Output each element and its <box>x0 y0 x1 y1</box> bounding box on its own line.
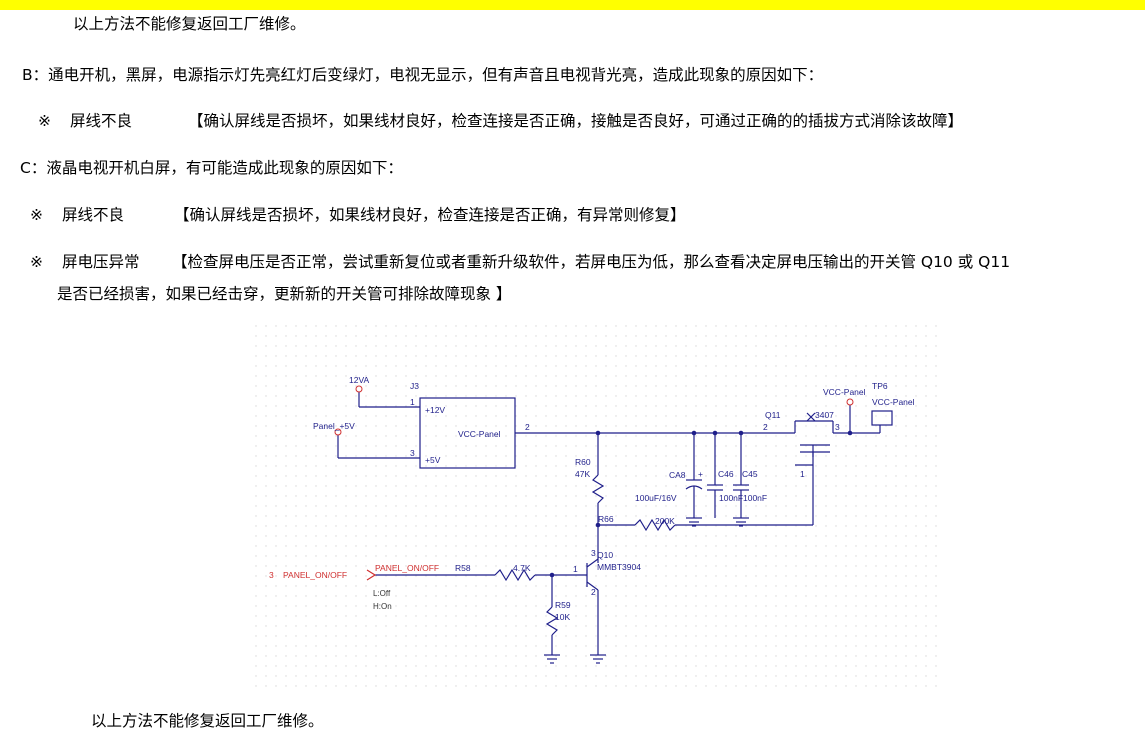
tp6-label: VCC-Panel <box>872 397 915 407</box>
port-arrow-icon <box>366 569 377 581</box>
q10-ref: Q10 <box>597 550 613 560</box>
port-pin: 3 <box>269 570 274 580</box>
ca8-value: 100uF/16V <box>635 493 677 503</box>
wires <box>337 392 893 664</box>
j3-input-5v: +5V <box>425 455 441 465</box>
port-name: PANEL_ON/OFF <box>283 570 347 580</box>
panel-power-schematic: 12VA Panel_+5V J3 1 3 2 +12V +5V VCC-Pan… <box>255 325 945 690</box>
highlight-bar <box>0 0 1145 10</box>
c46-ref: C46 <box>718 469 734 479</box>
j3-input-12v: +12V <box>425 405 445 415</box>
reference-mark: ※ <box>38 112 51 130</box>
r60-ref: R60 <box>575 457 591 467</box>
r58-ref: R58 <box>455 563 471 573</box>
probe-marks <box>334 385 854 436</box>
bottom-note: 以上方法不能修复返回工厂维修。 <box>91 712 324 730</box>
j3-pin-2: 2 <box>525 422 530 432</box>
c45-ref: C45 <box>742 469 758 479</box>
tp6-ref: TP6 <box>872 381 888 391</box>
q11-part: 3407 <box>815 410 834 420</box>
j3-ref: J3 <box>410 381 419 391</box>
q10-pin-2: 2 <box>591 587 596 597</box>
q11-ref: Q11 <box>765 410 781 420</box>
q11-pin-3: 3 <box>835 422 840 432</box>
r66-value: 200K <box>655 516 675 526</box>
item-text: 【确认屏线是否损坏，如果线材良好，检查连接是否正确，接触是否良好，可通过正确的的… <box>187 112 963 130</box>
case-c-item-1: ※ 屏线不良 【确认屏线是否损坏，如果线材良好，检查连接是否正确，有异常则修复】 <box>30 205 685 225</box>
ca8-plus: + <box>698 469 703 479</box>
case-b-heading: B：通电开机，黑屏，电源指示灯先亮红灯后变绿灯，电视无显示，但有声音且电视背光亮… <box>22 66 824 84</box>
top-note: 以上方法不能修复返回工厂维修。 <box>73 15 306 33</box>
junction-dots <box>549 430 853 578</box>
q10-pin-1: 1 <box>573 564 578 574</box>
c45-value: 100nF <box>743 493 767 503</box>
j3-pin-1: 1 <box>410 397 415 407</box>
reference-mark: ※ <box>30 253 43 271</box>
logic-on-note: H:On <box>373 602 392 611</box>
c46-value: 100nF <box>719 493 743 503</box>
logic-off-note: L:Off <box>373 589 391 598</box>
item-title: 屏线不良 <box>61 206 124 224</box>
item-text: 【检查屏电压是否正常，尝试重新复位或者重新升级软件，若屏电压为低，那么查看决定屏… <box>171 253 1011 271</box>
r66-ref: R66 <box>598 514 614 524</box>
item-title: 屏电压异常 <box>61 253 140 271</box>
net-label-12va: 12VA <box>349 375 369 385</box>
net-label-panel-onoff: PANEL_ON/OFF <box>375 563 439 573</box>
item-text: 【确认屏线是否损坏，如果线材良好，检查连接是否正确，有异常则修复】 <box>173 206 686 224</box>
vcc-panel-net: VCC-Panel <box>823 387 866 397</box>
r60-value: 47K <box>575 469 590 479</box>
ca8-ref: CA8 <box>669 470 686 480</box>
item-title: 屏线不良 <box>69 112 132 130</box>
q10-part: MMBT3904 <box>597 562 641 572</box>
case-b-item-1: ※ 屏线不良 【确认屏线是否损坏，如果线材良好，检查连接是否正确，接触是否良好，可… <box>38 111 963 131</box>
grid-background <box>255 325 945 690</box>
q10-pin-3: 3 <box>591 548 596 558</box>
r59-value: 10K <box>555 612 570 622</box>
net-label-panel-5v: Panel_+5V <box>313 421 355 431</box>
r59-ref: R59 <box>555 600 571 610</box>
j3-pin-3: 3 <box>410 448 415 458</box>
case-c-heading: C：液晶电视开机白屏，有可能造成此现象的原因如下： <box>20 159 403 177</box>
j3-output: VCC-Panel <box>458 429 501 439</box>
q11-pin-2: 2 <box>763 422 768 432</box>
r58-value: 4.7K <box>513 563 531 573</box>
q11-pin-1: 1 <box>800 469 805 479</box>
reference-mark: ※ <box>30 206 43 224</box>
case-c-item-2: ※ 屏电压异常 【检查屏电压是否正常，尝试重新复位或者重新升级软件，若屏电压为低，… <box>30 252 1010 272</box>
case-c-item-2-continuation: 是否已经损害，如果已经击穿，更新新的开关管可排除故障现象 】 <box>57 285 512 303</box>
